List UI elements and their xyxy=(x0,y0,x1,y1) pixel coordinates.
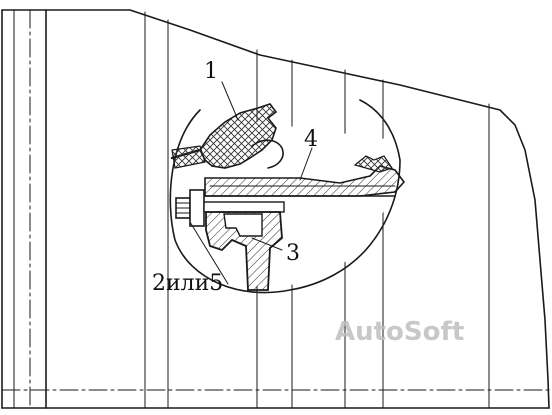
bolt-part-2-or-5 xyxy=(175,189,285,227)
watermark: AutoSoft xyxy=(335,317,464,347)
leader-3 xyxy=(251,237,283,251)
callout-1: 1 xyxy=(204,59,218,84)
detail-view xyxy=(169,81,406,294)
seal-part-1 xyxy=(199,103,278,169)
leader-2or5 xyxy=(189,221,229,285)
callout-2or5: 2или5 xyxy=(152,271,223,296)
callout-4: 4 xyxy=(304,127,318,152)
leader-1 xyxy=(221,81,239,121)
leader-4 xyxy=(299,147,313,181)
bracket-part-3 xyxy=(205,211,283,291)
callout-3: 3 xyxy=(286,241,300,266)
body-outline xyxy=(1,9,550,409)
